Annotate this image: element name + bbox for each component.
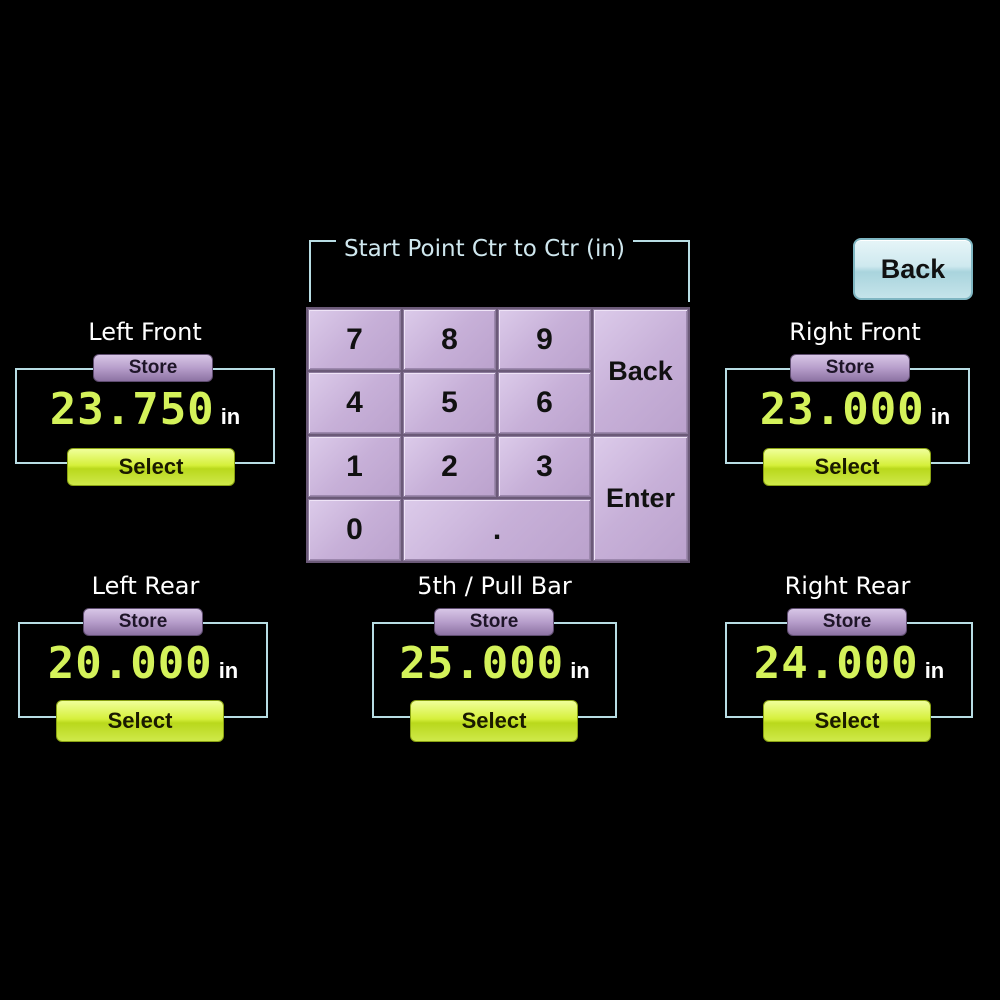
unit-label: in — [570, 658, 590, 683]
unit-label: in — [218, 658, 239, 683]
key-7[interactable]: 7 — [308, 309, 401, 370]
measurement-value: 20.000 — [47, 638, 213, 689]
numeric-keypad: 7 8 9 Back 4 5 6 1 2 3 Enter 0 . — [306, 307, 690, 563]
key-0[interactable]: 0 — [308, 499, 401, 561]
store-button[interactable]: Store — [93, 354, 213, 382]
select-button[interactable]: Select — [763, 448, 931, 486]
store-button[interactable]: Store — [434, 608, 554, 636]
keypad-title: Start Point Ctr to Ctr (in) — [336, 232, 633, 266]
select-button[interactable]: Select — [56, 700, 224, 742]
unit-label: in — [930, 404, 951, 429]
panel-label: Right Front — [789, 318, 921, 346]
select-button[interactable]: Select — [410, 700, 578, 742]
store-button[interactable]: Store — [790, 354, 910, 382]
panel-label: 5th / Pull Bar — [417, 572, 572, 600]
key-1[interactable]: 1 — [308, 436, 401, 497]
panel-label: Left Rear — [91, 572, 200, 600]
measurement-value: 24.000 — [753, 638, 919, 689]
key-2[interactable]: 2 — [403, 436, 496, 497]
measurement-value: 23.000 — [759, 384, 925, 435]
store-button[interactable]: Store — [83, 608, 203, 636]
key-5[interactable]: 5 — [403, 372, 496, 434]
key-4[interactable]: 4 — [308, 372, 401, 434]
key-3[interactable]: 3 — [498, 436, 591, 497]
back-button[interactable]: Back — [853, 238, 973, 300]
measurement-value: 25.000 — [399, 638, 565, 689]
key-6[interactable]: 6 — [498, 372, 591, 434]
measurement-value: 23.750 — [49, 384, 215, 435]
panel-label: Left Front — [88, 318, 202, 346]
keypad-back-button[interactable]: Back — [593, 309, 688, 434]
unit-label: in — [220, 404, 241, 429]
select-button[interactable]: Select — [67, 448, 235, 486]
key-decimal[interactable]: . — [403, 499, 591, 561]
panel-label: Right Rear — [784, 572, 911, 600]
key-9[interactable]: 9 — [498, 309, 591, 370]
select-button[interactable]: Select — [763, 700, 931, 742]
unit-label: in — [924, 658, 945, 683]
key-8[interactable]: 8 — [403, 309, 496, 370]
keypad-enter-button[interactable]: Enter — [593, 436, 688, 561]
store-button[interactable]: Store — [787, 608, 907, 636]
